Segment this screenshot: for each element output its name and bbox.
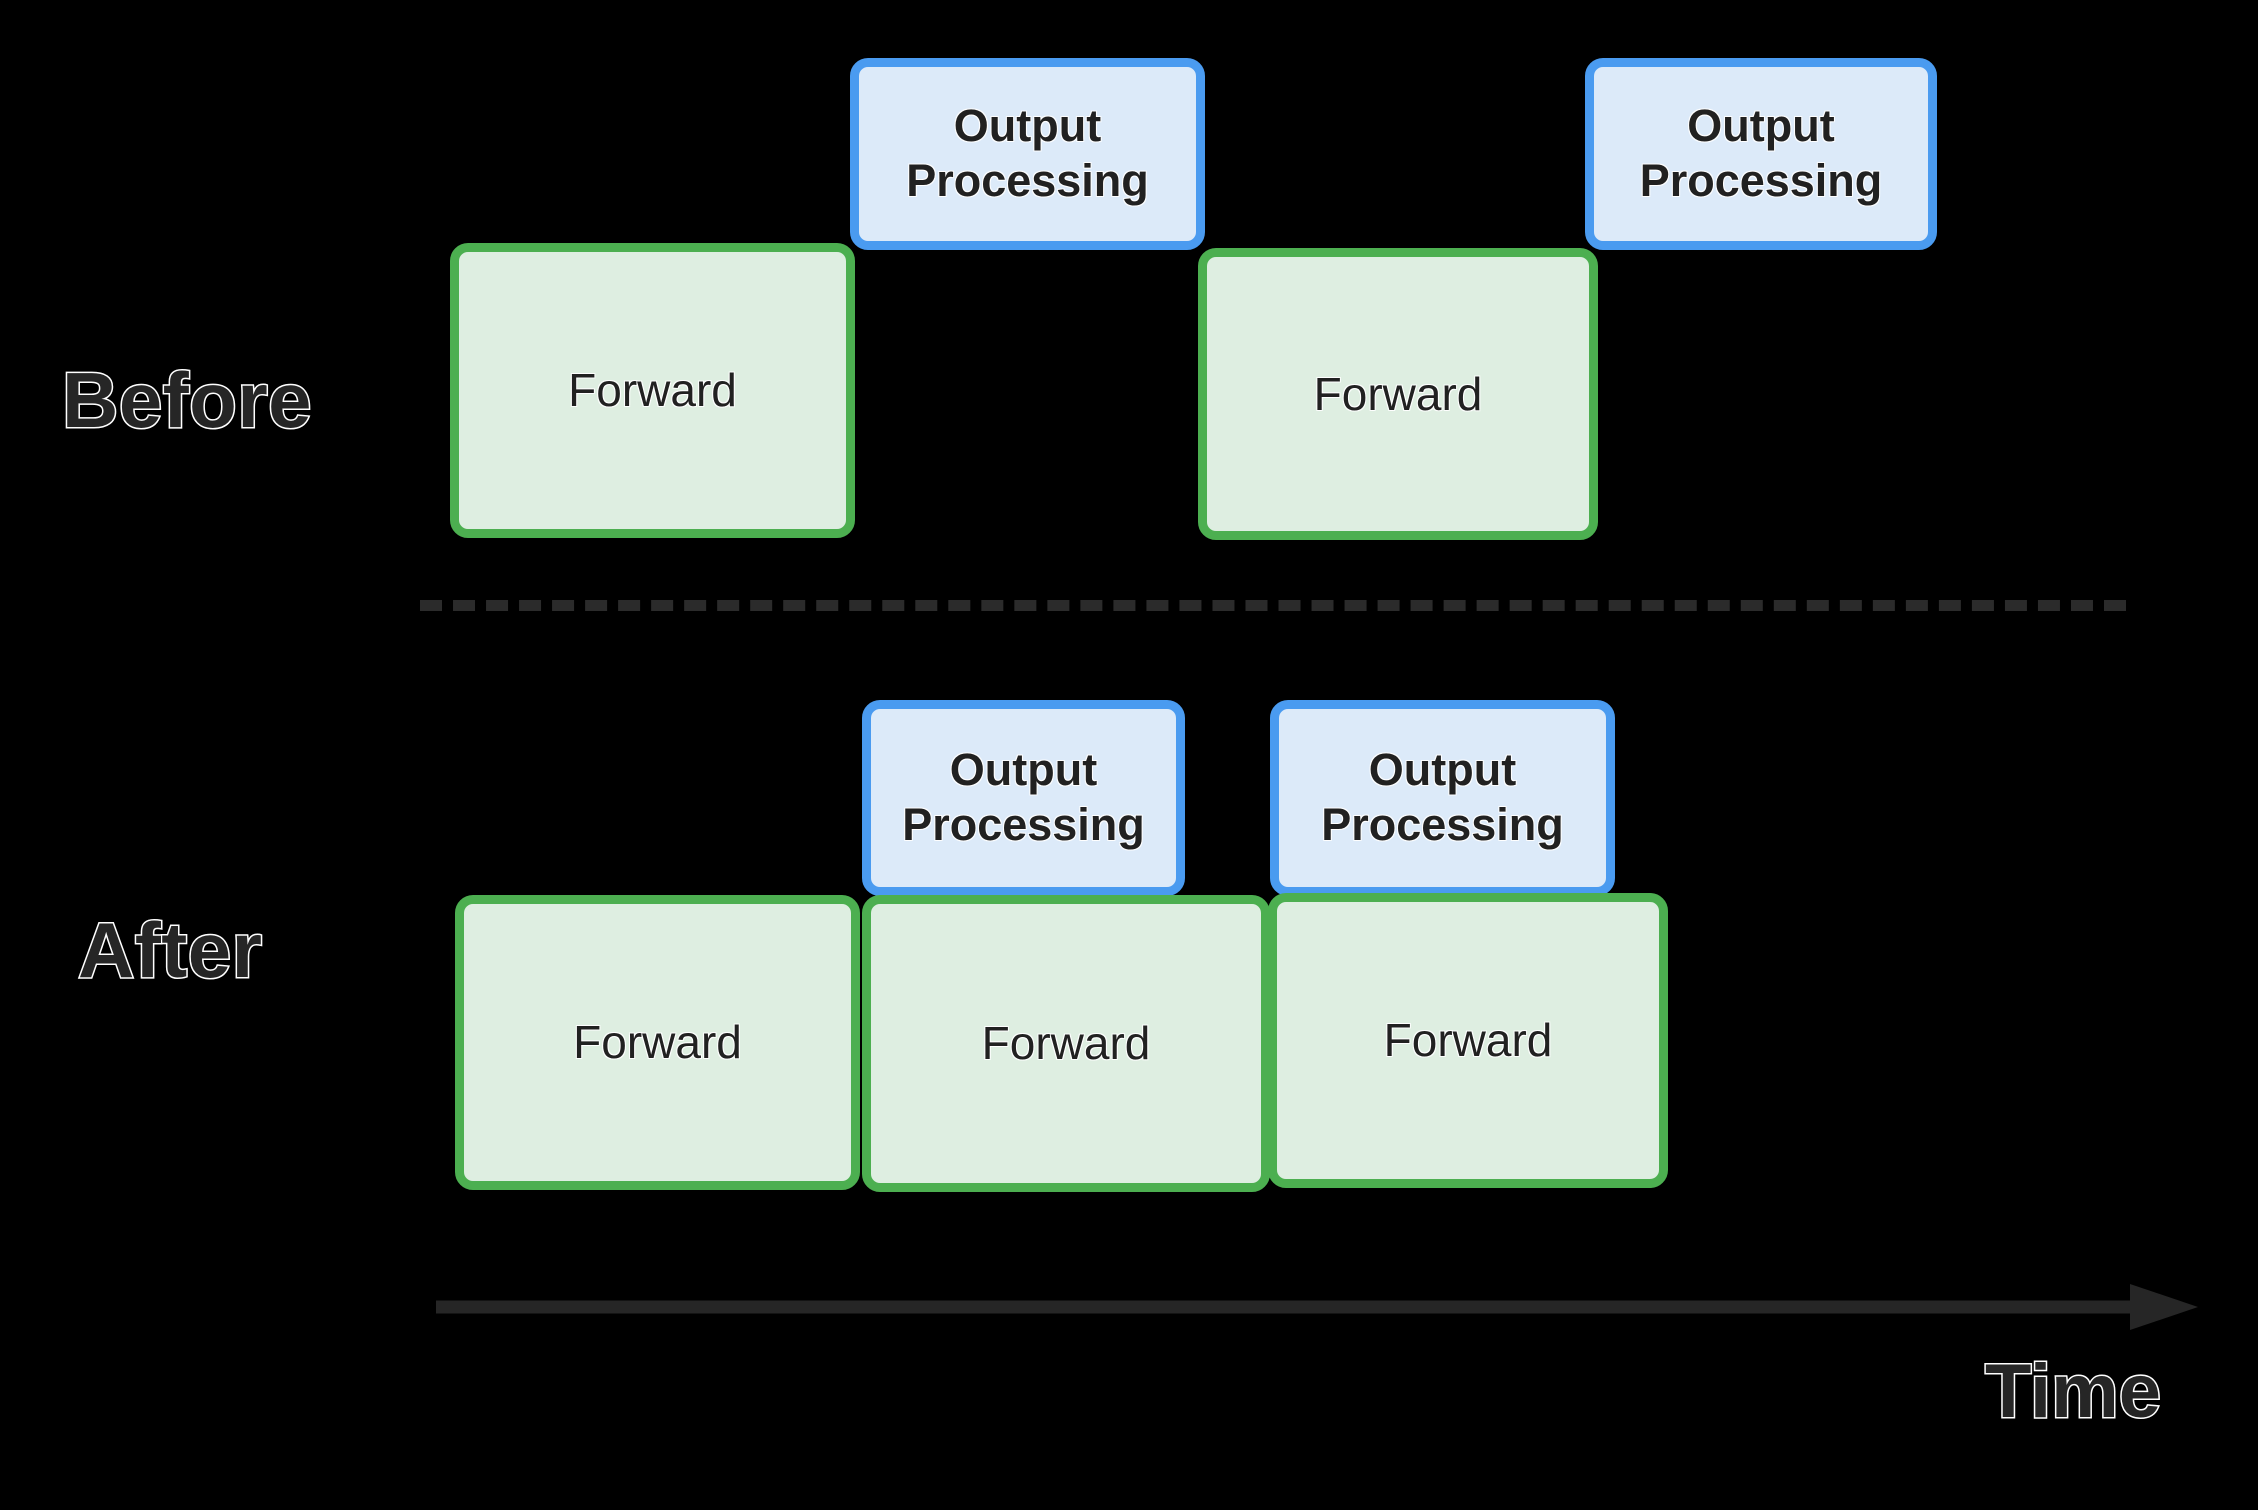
after-output-line1-1: Output [949,744,1098,796]
after-forward-label-2: Forward [981,1017,1151,1070]
before-output-line1-2: Output [1687,100,1835,152]
after-forward-block-1: Forward [455,895,860,1190]
time-axis-label: Time [1983,1348,2162,1436]
row-label-after: After [77,905,264,996]
before-forward-block-2: Forward [1198,248,1598,540]
before-forward-label-1: Forward [568,364,737,417]
before-output-line1-1: Output [953,100,1102,152]
before-output-line2-1: Processing [906,155,1149,206]
after-forward-label-1: Forward [573,1016,742,1069]
time-axis-arrowhead-icon [2130,1284,2198,1330]
after-forward-block-2: Forward [862,895,1270,1192]
time-axis-arrow [436,1284,2198,1330]
before-output-line2-2: Processing [1639,155,1883,206]
before-forward-block-1: Forward [450,243,855,538]
after-forward-label-3: Forward [1383,1014,1553,1067]
after-output-line2-2: Processing [1321,799,1564,850]
after-output-line1-2: Output [1368,744,1517,796]
section-divider [420,600,2126,611]
after-forward-block-3: Forward [1268,893,1668,1188]
row-label-before: Before [60,355,313,446]
before-forward-label-2: Forward [1313,367,1483,420]
after-output-line2-1: Processing [902,799,1145,850]
